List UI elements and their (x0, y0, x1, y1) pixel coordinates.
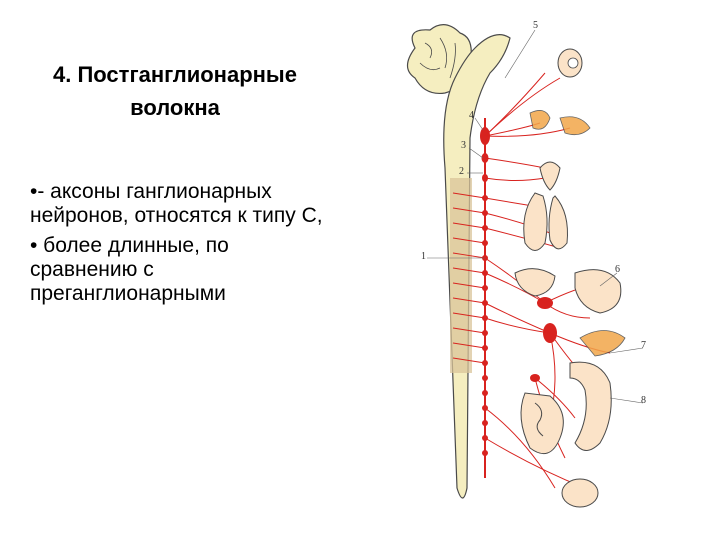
stomach-organ (515, 269, 621, 313)
label-4: 4 (469, 110, 479, 122)
lung-organs (524, 193, 568, 251)
anatomy-diagram (385, 18, 685, 528)
title-line-2: волокна (130, 95, 220, 120)
label-5: 5 (533, 20, 543, 32)
label-2: 2 (459, 166, 469, 178)
pancreas-organ (580, 331, 625, 357)
bullet-list: •- аксоны ганглионарных нейронов, относя… (30, 180, 330, 312)
eye-organ (558, 49, 582, 77)
label-8: 8 (641, 395, 651, 407)
thoracolumbar-segment (450, 178, 472, 373)
slide-title: 4. Постганглионарные волокна (10, 58, 340, 124)
title-line-1: 4. Постганглионарные (53, 62, 297, 87)
bladder-organ (562, 479, 598, 507)
bullet-length: • более длинные, по сравнению с прегангл… (30, 234, 330, 306)
label-7: 7 (641, 340, 651, 352)
heart-organ (540, 162, 560, 190)
bullet-axons: •- аксоны ганглионарных нейронов, относя… (30, 180, 330, 228)
label-1: 1 (421, 251, 431, 263)
sympathetic-system-illustration: 1 2 3 4 5 6 7 8 (385, 18, 685, 528)
label-6: 6 (615, 264, 625, 276)
label-3: 3 (461, 140, 471, 152)
